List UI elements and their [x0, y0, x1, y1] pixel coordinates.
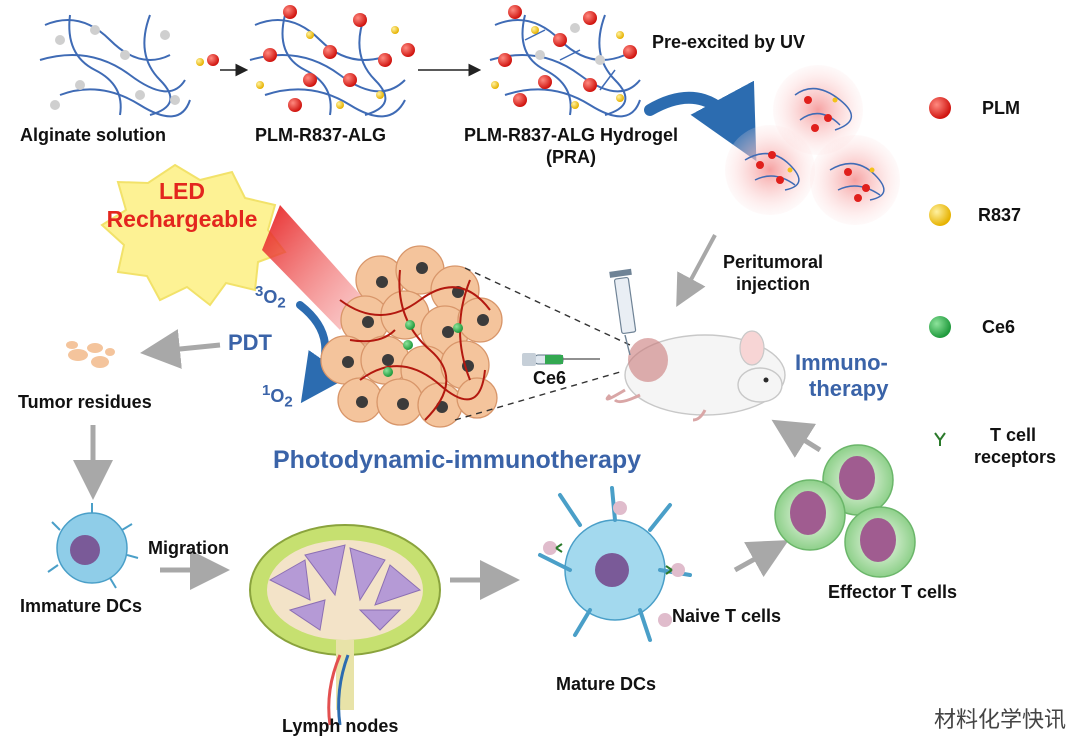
- label-immuno-line2: therapy: [809, 376, 889, 402]
- triplet-sup: 3: [255, 283, 264, 300]
- hydrogel-graphic: [489, 5, 641, 118]
- alginate-solution-graphic: [39, 14, 191, 118]
- effector-t-cells-graphic: [774, 444, 916, 578]
- lymph-node-graphic: [249, 524, 441, 726]
- label-hydrogel-line1: PLM-R837-ALG Hydrogel: [463, 125, 679, 145]
- label-singlet-oxygen: 1O2: [262, 382, 293, 412]
- ce6-syringe: [522, 353, 600, 366]
- arrow-to-effector: [733, 540, 789, 578]
- pdt-curved-arrow: [296, 301, 349, 404]
- legend-plm-icon: [929, 97, 951, 119]
- legend-label-r837: R837: [978, 205, 1022, 225]
- light-beam: [262, 205, 365, 330]
- legend-tcr-line2: receptors: [974, 446, 1057, 467]
- legend-label-tcr: T cell receptors: [974, 425, 1056, 468]
- triplet-sub: 2: [277, 294, 286, 312]
- uv-curved-arrow: [644, 80, 757, 162]
- label-pdt: PDT: [228, 330, 272, 355]
- legend-tcr-icon: [934, 432, 946, 446]
- label-immuno-line1: Immuno-: [795, 350, 888, 375]
- singlet-sub: 2: [284, 393, 293, 411]
- tumor-tissue: [320, 245, 503, 428]
- triplet-base: O: [263, 287, 278, 307]
- arrow-to-mouse-immune: [771, 419, 822, 458]
- label-triplet-oxygen: 3O2: [255, 283, 286, 313]
- label-pre-excited: Pre-excited by UV: [652, 32, 806, 52]
- additive-particles: [196, 54, 219, 66]
- singlet-sup: 1: [262, 382, 271, 399]
- zoom-line-top: [464, 267, 631, 346]
- label-alginate-solution: Alginate solution: [20, 125, 166, 145]
- label-plm-r837-alg: PLM-R837-ALG: [255, 125, 387, 145]
- legend-label-ce6: Ce6: [982, 317, 1016, 337]
- label-migration: Migration: [148, 538, 229, 558]
- label-mature-dcs: Mature DCs: [556, 674, 657, 694]
- page-title: Photodynamic-immunotherapy: [273, 446, 642, 474]
- label-hydrogel: PLM-R837-ALG Hydrogel (PRA): [446, 125, 696, 168]
- injection-syringe: [609, 268, 637, 356]
- label-led-line1: LED: [159, 178, 205, 204]
- arrow-to-mouse: [676, 234, 717, 308]
- label-hydrogel-line2: (PRA): [546, 146, 596, 167]
- label-lymph-nodes: Lymph nodes: [282, 716, 399, 736]
- label-injection-line2: injection: [735, 273, 810, 294]
- label-immunotherapy: Immuno- therapy: [795, 350, 888, 403]
- legend-markers: [929, 97, 951, 446]
- legend-r837-icon: [929, 204, 951, 226]
- label-ce6-syringe: Ce6: [533, 368, 567, 388]
- label-naive-t-cells: Naive T cells: [672, 606, 782, 626]
- label-led-line2: Rechargeable: [106, 205, 258, 232]
- mouse-illustration: [605, 330, 786, 422]
- watermark: 材料化学快讯: [933, 707, 1066, 732]
- mature-dc-graphic: [538, 486, 692, 642]
- immature-dc-graphic: [47, 503, 139, 589]
- label-injection-line1: Peritumoral: [722, 252, 824, 272]
- label-effector-t-cells: Effector T cells: [828, 582, 958, 602]
- led-burst: [100, 163, 287, 307]
- singlet-base: O: [270, 386, 285, 406]
- tumor-residues-graphic: [66, 341, 115, 368]
- legend-label-plm: PLM: [982, 98, 1020, 118]
- zoom-line-bottom: [454, 371, 621, 421]
- label-tumor-residues: Tumor residues: [18, 392, 152, 412]
- label-led-rechargeable: LED Rechargeable: [82, 178, 282, 233]
- plm-r837-alg-graphic: [249, 5, 415, 118]
- arrow-to-residues: [140, 329, 221, 369]
- legend-ce6-icon: [929, 316, 951, 338]
- legend-tcr-line1: T cell: [990, 425, 1037, 445]
- label-immature-dcs: Immature DCs: [20, 596, 143, 616]
- label-peritumoral-injection: Peritumoral injection: [708, 252, 838, 295]
- hydrogel-microparticles: [725, 65, 900, 225]
